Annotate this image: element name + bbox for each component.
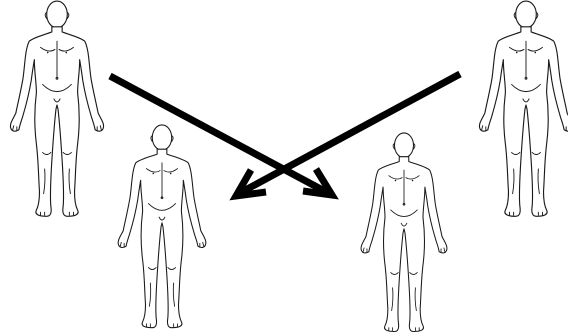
figure-top-right xyxy=(479,1,568,216)
figure-bottom-left xyxy=(118,125,206,328)
figure-top-left xyxy=(10,1,103,216)
figure-bottom-right xyxy=(361,133,447,332)
